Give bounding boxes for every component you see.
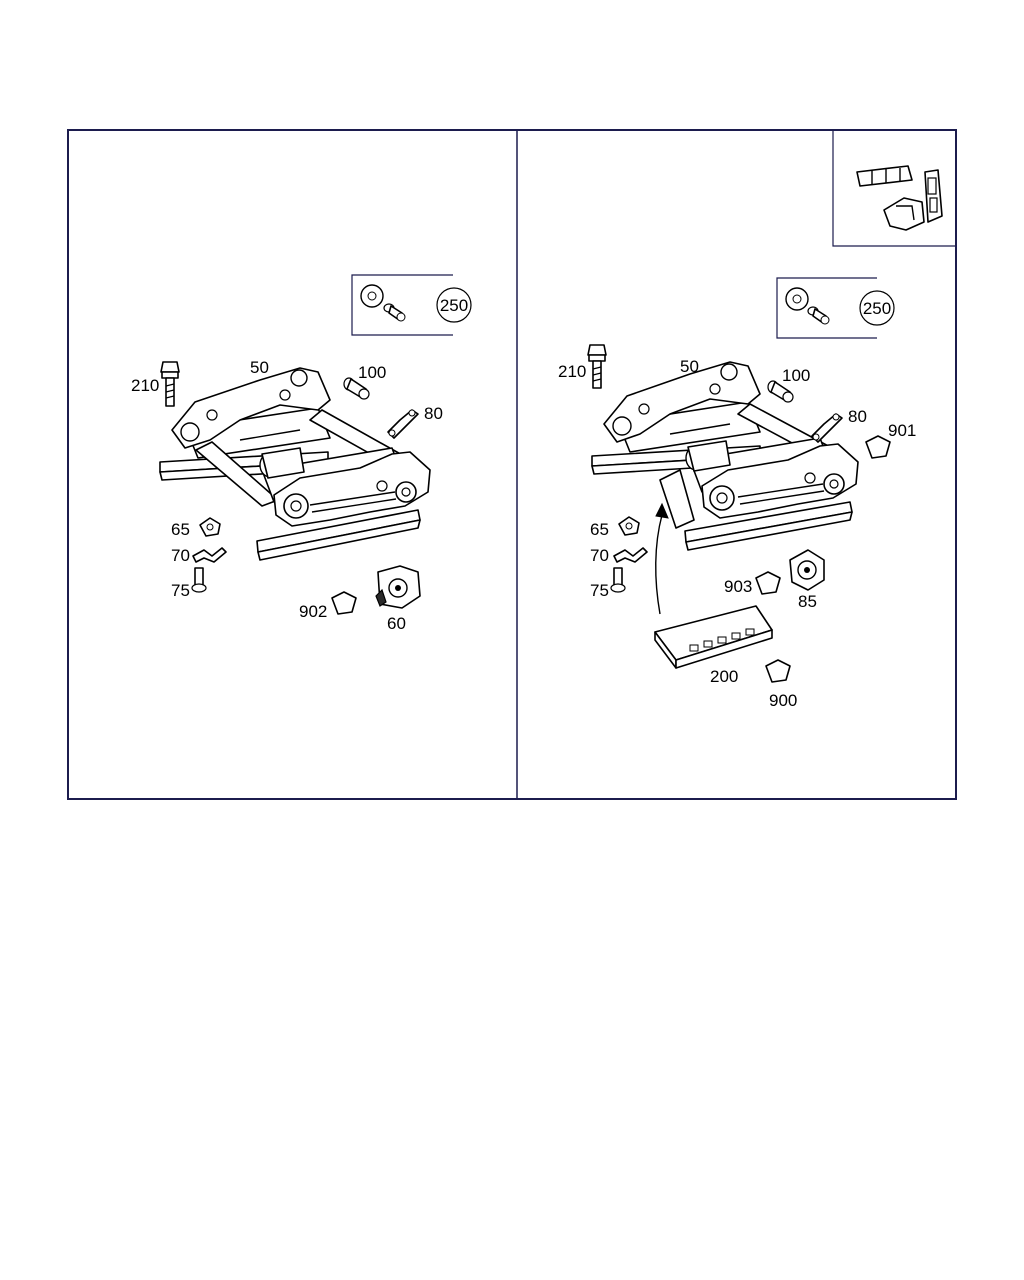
clamp-70-icon bbox=[613, 547, 648, 563]
label-902-icon bbox=[331, 591, 357, 615]
clip-65-icon bbox=[199, 517, 221, 537]
kit-250-circle bbox=[859, 290, 895, 326]
bolt-210-icon bbox=[160, 361, 180, 407]
callout-903: 903 bbox=[724, 577, 752, 596]
kit-250-label: 250 bbox=[440, 296, 468, 315]
callout-902: 902 bbox=[299, 602, 327, 621]
callout-901: 901 bbox=[888, 421, 916, 440]
clamp-70-icon bbox=[192, 547, 227, 563]
bolt-210-icon bbox=[587, 344, 607, 389]
screw-100-icon bbox=[767, 380, 794, 403]
seat-frame-assembly bbox=[159, 367, 431, 561]
callout-210: 210 bbox=[558, 362, 586, 381]
callout-65: 65 bbox=[171, 520, 190, 539]
motor-60-icon bbox=[375, 565, 421, 609]
bracket-80-icon bbox=[387, 409, 419, 439]
screw-100-icon bbox=[343, 377, 370, 400]
callout-210: 210 bbox=[131, 376, 159, 395]
callout-50: 50 bbox=[680, 357, 699, 376]
callout-75: 75 bbox=[590, 581, 609, 600]
callout-70: 70 bbox=[171, 546, 190, 565]
diagram-frame bbox=[67, 129, 957, 800]
control-module-200-icon bbox=[654, 605, 773, 669]
kit-250-label: 250 bbox=[863, 299, 891, 318]
callout-85: 85 bbox=[798, 592, 817, 611]
kit-250-circle bbox=[436, 287, 472, 323]
callout-80: 80 bbox=[848, 407, 867, 426]
callout-100: 100 bbox=[782, 366, 810, 385]
seat-frame-assembly bbox=[591, 361, 859, 551]
seat-switch-icon bbox=[856, 165, 943, 231]
mounting-arrow bbox=[655, 502, 669, 615]
right-kit-box: 250 bbox=[776, 277, 895, 339]
left-kit-box: 250 bbox=[351, 274, 472, 336]
callout-65: 65 bbox=[590, 520, 609, 539]
bolt-75-icon bbox=[191, 567, 207, 593]
callout-50: 50 bbox=[250, 358, 269, 377]
bolt-75-icon bbox=[610, 567, 626, 593]
right-panel: 250 bbox=[558, 130, 956, 710]
screw-icon bbox=[383, 303, 406, 322]
label-900-icon bbox=[765, 659, 791, 683]
callout-100: 100 bbox=[358, 363, 386, 382]
seat-switch-inset bbox=[832, 130, 956, 247]
callout-80: 80 bbox=[424, 404, 443, 423]
clip-65-icon bbox=[618, 516, 640, 536]
callout-60: 60 bbox=[387, 614, 406, 633]
left-panel: 250 bbox=[131, 274, 472, 633]
label-901-icon bbox=[865, 435, 891, 459]
callout-200: 200 bbox=[710, 667, 738, 686]
bracket-80-icon bbox=[811, 413, 843, 443]
callout-900: 900 bbox=[769, 691, 797, 710]
callout-75: 75 bbox=[171, 581, 190, 600]
screw-icon bbox=[807, 306, 830, 325]
label-903-icon bbox=[755, 571, 781, 595]
callout-70: 70 bbox=[590, 546, 609, 565]
sensor-85-icon bbox=[789, 549, 825, 591]
